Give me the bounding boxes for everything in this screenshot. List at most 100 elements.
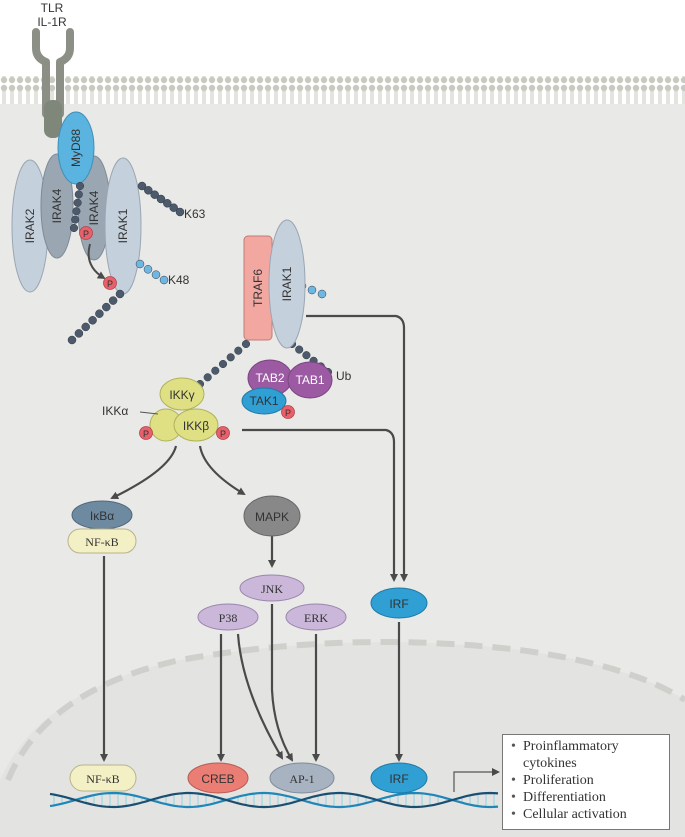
ub-chain-bead	[295, 345, 304, 354]
traf6-ubiquitin-bead	[211, 366, 220, 375]
k63-ubiquitin-bead	[144, 186, 153, 195]
irf-cytoplasm-protein	[370, 587, 428, 619]
k63-label: K63	[184, 207, 206, 221]
tab1-protein	[287, 361, 333, 399]
irak1-ubiquitin-bead	[115, 289, 125, 299]
traf6-ubiquitin-bead	[241, 339, 251, 349]
dna-strand	[49, 791, 499, 809]
phospho-tak1	[281, 405, 295, 419]
ap1-protein	[269, 762, 335, 794]
irak4-ubiquitin-bead	[75, 181, 85, 191]
mapk-protein	[243, 495, 301, 537]
irak1-ubiquitin-bead	[95, 309, 104, 318]
phospho-ikk-beta-label: P	[220, 429, 226, 439]
ikk-gamma-protein	[159, 377, 205, 411]
traf6-label: TRAF6	[251, 269, 265, 307]
k63-ubiquitin-bead	[163, 199, 172, 208]
nfkb-cytoplasm-protein	[67, 528, 137, 554]
erk-label: ERK	[304, 611, 328, 625]
cellular-outcomes-box: Proinflammatory cytokines Proliferation …	[502, 734, 670, 830]
irf-cytoplasm-label: IRF	[389, 597, 408, 611]
creb-label: CREB	[201, 772, 234, 786]
receptor-label-il1r: IL-1R	[37, 15, 67, 29]
tab2-label: TAB2	[255, 371, 284, 385]
irak1-protein-b	[268, 219, 306, 349]
dna-helix	[49, 791, 499, 809]
phospho-irak4-label: P	[83, 229, 89, 239]
myd88-protein	[57, 111, 95, 185]
k48-ubiquitin-bead	[143, 265, 153, 274]
phospho-ikk-beta	[216, 426, 230, 440]
cell-membrane	[0, 76, 685, 104]
jnk-label: JNK	[261, 582, 283, 596]
irf-nucleus-label: IRF	[389, 772, 408, 786]
irak1-ubiquitin-bead	[88, 316, 97, 325]
irak4-ubiquitin-bead	[71, 215, 80, 224]
k63-ubiquitin-bead	[150, 190, 159, 199]
arrow-ikk-to-irf	[242, 428, 398, 582]
arrow-to-outcomes	[453, 768, 500, 792]
arrow-ikk-to-ikb	[110, 445, 178, 499]
arrow-ikk-to-mapk	[198, 445, 246, 496]
k48-label: K48	[168, 273, 190, 287]
k48-ubiquitin-bead	[159, 275, 169, 285]
irak2-label: IRAK2	[23, 208, 37, 243]
p38-label: P38	[219, 611, 238, 625]
mapk-label: MAPK	[255, 510, 289, 524]
nfkb-nucleus-protein	[69, 764, 137, 792]
phospho-irak1	[103, 276, 117, 290]
irak4-ubiquitin-bead	[74, 190, 83, 199]
outcome-proliferation: Proliferation	[511, 772, 663, 789]
ikk-beta-protein	[173, 408, 219, 442]
traf6-ubiquitin-bead	[218, 359, 228, 369]
ikk-alpha-label: IKKα	[102, 404, 128, 418]
nuclear-envelope	[5, 639, 685, 782]
irak4-ubiquitin-bead	[73, 198, 82, 207]
arrow-irak1-to-irf	[306, 314, 408, 582]
k63-ubiquitin-bead	[175, 207, 185, 217]
p38-protein	[197, 603, 259, 631]
arrow-phospho-transfer	[87, 243, 106, 280]
signal-arrows	[100, 314, 408, 762]
irak1-ubiquitin-bead	[67, 335, 77, 345]
outcomes-list: Proinflammatory cytokines Proliferation …	[511, 738, 663, 823]
irak1-ubiquitin-bead	[102, 302, 111, 312]
phospho-ikk-alpha	[139, 426, 153, 440]
k63-ubiquitin-bead	[137, 181, 147, 191]
k63-ubiquitin-bead	[156, 194, 166, 204]
outcome-differentiation: Differentiation	[511, 789, 663, 806]
outcome-cellular-activation: Cellular activation	[511, 806, 663, 823]
receptor-label-tlr: TLR	[41, 1, 64, 15]
irak1b-ubiquitin-bead	[307, 285, 317, 295]
k48-ubiquitin-bead	[135, 259, 145, 269]
tlr-receptor	[32, 28, 74, 138]
k63-ubiquitin-bead	[169, 203, 178, 212]
traf6-ubiquitin-bead	[203, 373, 212, 382]
myd88-label: MyD88	[69, 129, 83, 167]
tak1-label: TAK1	[249, 394, 278, 408]
phospho-irak1-label: P	[107, 279, 113, 289]
arrow-p38-to-ap1	[236, 633, 284, 760]
nfkb-cytoplasm-label: NF-κB	[85, 535, 118, 549]
phospho-irak4	[79, 226, 93, 240]
dna-strand	[49, 791, 499, 809]
irak1-label: IRAK1	[116, 208, 130, 243]
creb-protein	[187, 762, 249, 794]
irak1-ubiquitin-bead	[81, 322, 90, 332]
irak1-ubiquitin-bead	[108, 296, 118, 305]
ikk-gamma-label: IKKγ	[169, 388, 194, 402]
phospho-tak1-label: P	[285, 408, 291, 418]
jnk-protein	[239, 574, 305, 602]
irak1b-ubiquitin-bead	[317, 289, 327, 299]
outcome-proinflammatory-cytokines: Proinflammatory cytokines	[511, 738, 663, 772]
erk-protein	[285, 603, 347, 631]
arrow-jnk-to-ap1	[270, 604, 294, 762]
irak4-label-b: IRAK4	[87, 190, 101, 225]
ikb-alpha-label: IκBα	[90, 509, 114, 523]
irak4-ubiquitin-bead	[72, 207, 81, 216]
traf6-ubiquitin-bead	[226, 353, 235, 362]
k48-ubiquitin-bead	[151, 270, 161, 279]
irak1-label-b: IRAK1	[280, 266, 294, 301]
phospho-ikk-alpha-label: P	[143, 429, 149, 439]
